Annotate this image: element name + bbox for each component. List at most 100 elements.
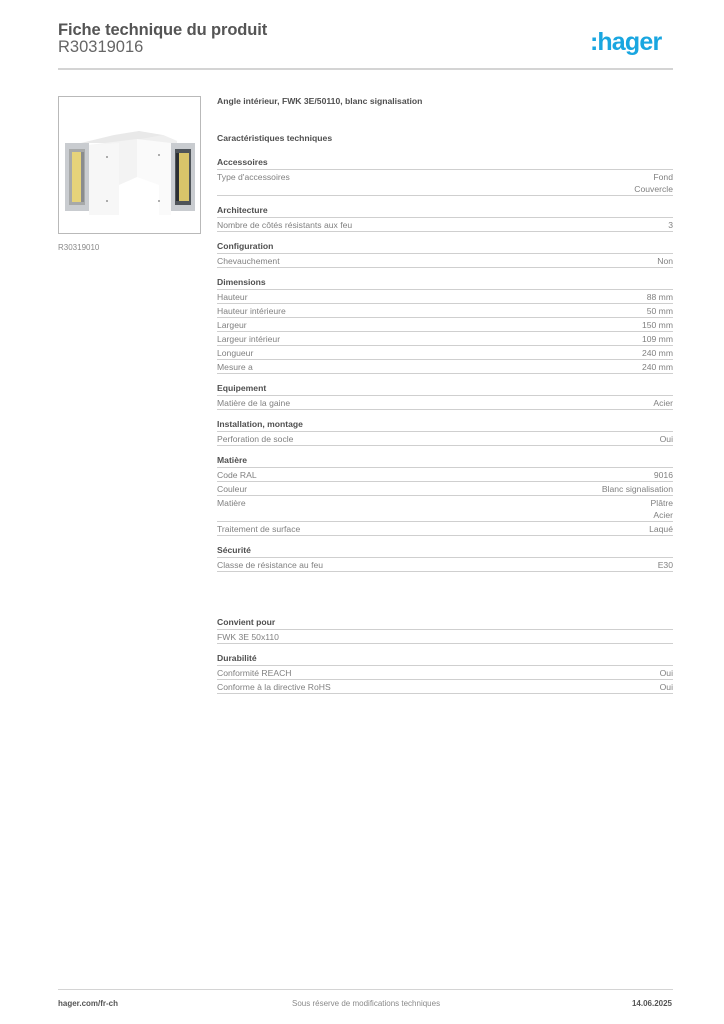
spec-value-line: 9016 xyxy=(653,470,673,480)
spec-value: Oui xyxy=(660,667,673,679)
spec-value: Acier xyxy=(653,397,673,409)
spec-value-line: E30 xyxy=(657,560,673,570)
spec-value-line: Laqué xyxy=(649,524,673,534)
spec-value-line: Couvercle xyxy=(634,184,673,194)
spec-value-line: 3 xyxy=(668,220,673,230)
spec-label: Conformité REACH xyxy=(217,668,292,678)
spec-value-line: Acier xyxy=(653,398,673,408)
section-heading: Dimensions xyxy=(217,277,673,290)
section-heading: Installation, montage xyxy=(217,419,673,432)
spec-value-line: 109 mm xyxy=(641,334,673,344)
spec-value: E30 xyxy=(658,559,673,571)
spec-value-line: Acier xyxy=(653,510,673,520)
hager-logo: :hager xyxy=(590,28,662,57)
spec-row: Largeur intérieur 109 mm xyxy=(217,332,673,346)
product-reference: R30319016 xyxy=(58,38,144,56)
spec-row: FWK 3E 50x110 xyxy=(217,630,673,644)
spec-row: Conformité REACH Oui xyxy=(217,666,673,680)
section-gap xyxy=(217,581,673,617)
spec-row: Mesure a 240 mm xyxy=(217,360,673,374)
spec-value: 50 mm xyxy=(647,305,673,317)
spec-value: Oui xyxy=(660,681,673,693)
spec-label: Mesure a xyxy=(217,362,253,372)
section-heading: Accessoires xyxy=(217,157,673,170)
spec-value: 109 mm xyxy=(642,333,673,345)
logo-colon: : xyxy=(590,28,598,56)
spec-label: Matière xyxy=(217,498,246,508)
section-heading: Matière xyxy=(217,455,673,468)
logo-text: hager xyxy=(597,28,662,56)
spec-row: Largeur 150 mm xyxy=(217,318,673,332)
spec-row: Couleur Blanc signalisation xyxy=(217,482,673,496)
spec-label: Couleur xyxy=(217,484,248,494)
spec-value-line: Oui xyxy=(659,434,673,444)
spec-value: 3 xyxy=(668,219,673,231)
spec-value-line: Oui xyxy=(659,682,673,692)
spec-label: FWK 3E 50x110 xyxy=(217,632,279,642)
spec-row: Nombre de côtés résistants aux feu 3 xyxy=(217,218,673,232)
footer-date: 14.06.2025 xyxy=(631,999,672,1008)
page-title: Fiche technique du produit xyxy=(58,21,268,39)
footer-disclaimer: Sous réserve de modifications techniques xyxy=(292,999,441,1008)
spec-label: Largeur xyxy=(217,320,247,330)
spec-value: 88 mm xyxy=(647,291,673,303)
spec-label: Classe de résistance au feu xyxy=(217,560,324,570)
spec-value: Blanc signalisation xyxy=(602,483,673,495)
spec-label: Nombre de côtés résistants aux feu xyxy=(217,220,353,230)
section-heading: Sécurité xyxy=(217,545,673,558)
product-angle-illustration xyxy=(65,131,195,215)
spec-label: Largeur intérieur xyxy=(217,334,281,344)
spec-value-line: Fond xyxy=(653,172,673,182)
spec-row: Longueur 240 mm xyxy=(217,346,673,360)
spec-value-line: 240 mm xyxy=(641,362,673,372)
footer-website-link[interactable]: hager.com/fr-ch xyxy=(58,999,119,1008)
characteristics-title: Caractéristiques techniques xyxy=(217,133,333,143)
spec-value-line: Plâtre xyxy=(650,498,673,508)
spec-value: 9016 xyxy=(654,469,673,481)
image-caption: R30319010 xyxy=(58,243,100,252)
spec-label: Perforation de socle xyxy=(217,434,294,444)
spec-label: Traitement de surface xyxy=(217,524,301,534)
spec-label: Hauteur xyxy=(217,292,248,302)
spec-row: Traitement de surface Laqué xyxy=(217,522,673,536)
spec-value: Oui xyxy=(660,433,673,445)
spec-value-line: 150 mm xyxy=(641,320,673,330)
product-image xyxy=(58,96,201,234)
spec-label: Type d'accessoires xyxy=(217,172,290,182)
spec-label: Hauteur intérieure xyxy=(217,306,286,316)
section-heading: Configuration xyxy=(217,241,673,254)
spec-label: Chevauchement xyxy=(217,256,280,266)
spec-value-line: Blanc signalisation xyxy=(601,484,673,494)
section-heading: Equipement xyxy=(217,383,673,396)
spec-value-line: 240 mm xyxy=(641,348,673,358)
spec-value: 240 mm xyxy=(642,347,673,359)
spec-row: Hauteur intérieure 50 mm xyxy=(217,304,673,318)
spec-value-line: 50 mm xyxy=(646,306,673,316)
section-heading: Convient pour xyxy=(217,617,673,630)
footer-divider xyxy=(58,989,673,990)
spec-label: Longueur xyxy=(217,348,254,358)
spec-value-line: 88 mm xyxy=(646,292,673,302)
spec-row: Perforation de socle Oui xyxy=(217,432,673,446)
main-content: Angle intérieur, FWK 3E/50110, blanc sig… xyxy=(217,94,673,703)
header-divider xyxy=(58,68,673,70)
